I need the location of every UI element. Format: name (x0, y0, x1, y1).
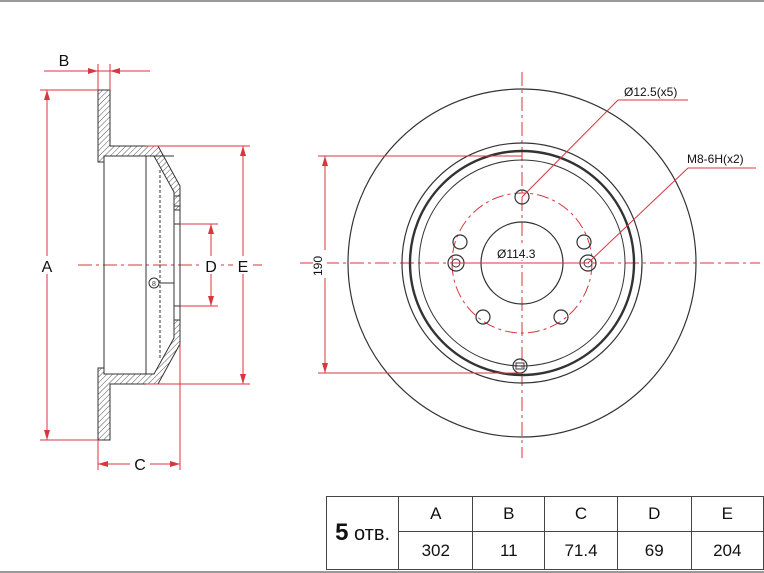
thread-leader (587, 167, 689, 264)
section-hatch-lower (97, 319, 181, 441)
section-hatch-upper (97, 89, 181, 211)
value-a: 302 (398, 531, 474, 570)
hat-groove (408, 149, 636, 377)
hat-face-edge (418, 159, 626, 367)
spec-header-row: 5 отв. A B C D E (325, 495, 764, 570)
stud-hole-1 (514, 189, 530, 205)
stud-hole-section (173, 195, 181, 207)
callout-number: 8 (152, 281, 156, 288)
stud-hole-2 (576, 234, 592, 250)
bolt-hole-note: Ø12.5(x5) (624, 85, 677, 99)
dim-190-label: 190 (311, 256, 325, 276)
dim-b-arrow-left (88, 68, 98, 74)
holes-suffix: отв. (354, 523, 391, 545)
value-c: 71.4 (544, 531, 618, 570)
dim-190-arrow-top (322, 156, 328, 166)
header-c: C (544, 495, 618, 533)
pcd-note: Ø114.3 (497, 247, 536, 261)
stud-hole-3 (553, 309, 569, 325)
front-view: 190 Ø12.5(x5) M8-6H(x2) Ø114.3 (300, 72, 760, 458)
callout-circle (148, 277, 160, 289)
spec-table: 5 отв. A B C D E 302 11 71.4 69 204 (325, 495, 764, 570)
dim-c-arrow-right (170, 461, 180, 467)
dim-d-arrow-bottom (208, 296, 214, 306)
thread-note: M8-6H(x2) (687, 152, 744, 166)
stud-hole-5 (452, 234, 468, 250)
dim-e-arrow-bottom (240, 374, 246, 384)
dim-d-label: D (205, 259, 217, 276)
side-view: 8 A B C D (38, 53, 262, 474)
dim-190-arrow-bottom (322, 363, 328, 373)
bolt-leader (521, 99, 619, 198)
dim-e-arrow-top (240, 146, 246, 156)
disc-outer-edge (347, 88, 697, 438)
hat-outer-edge (401, 142, 643, 384)
value-b: 11 (472, 531, 546, 570)
value-d: 69 (616, 531, 692, 570)
stud-hole-4 (475, 309, 491, 325)
dim-d-arrow-top (208, 224, 214, 234)
locating-hole-mark (515, 362, 525, 370)
dim-c-arrow-left (98, 461, 108, 467)
dim-b-label: B (59, 53, 70, 70)
dim-a-arrow-bottom (44, 430, 50, 440)
dim-a-arrow-top (44, 90, 50, 100)
header-b: B (472, 495, 546, 533)
value-e: 204 (690, 531, 764, 570)
holes-count-cell: 5 отв. (325, 496, 400, 570)
dim-b-arrow-right (110, 68, 120, 74)
dim-c-label: C (134, 457, 146, 474)
header-a: A (398, 495, 474, 533)
header-e: E (690, 495, 764, 533)
header-d: D (616, 495, 692, 533)
spec-value-row: 302 11 71.4 69 204 (327, 531, 764, 570)
holes-count: 5 (335, 519, 349, 546)
dim-e-label: E (238, 259, 249, 276)
dim-a-label: A (42, 259, 53, 276)
